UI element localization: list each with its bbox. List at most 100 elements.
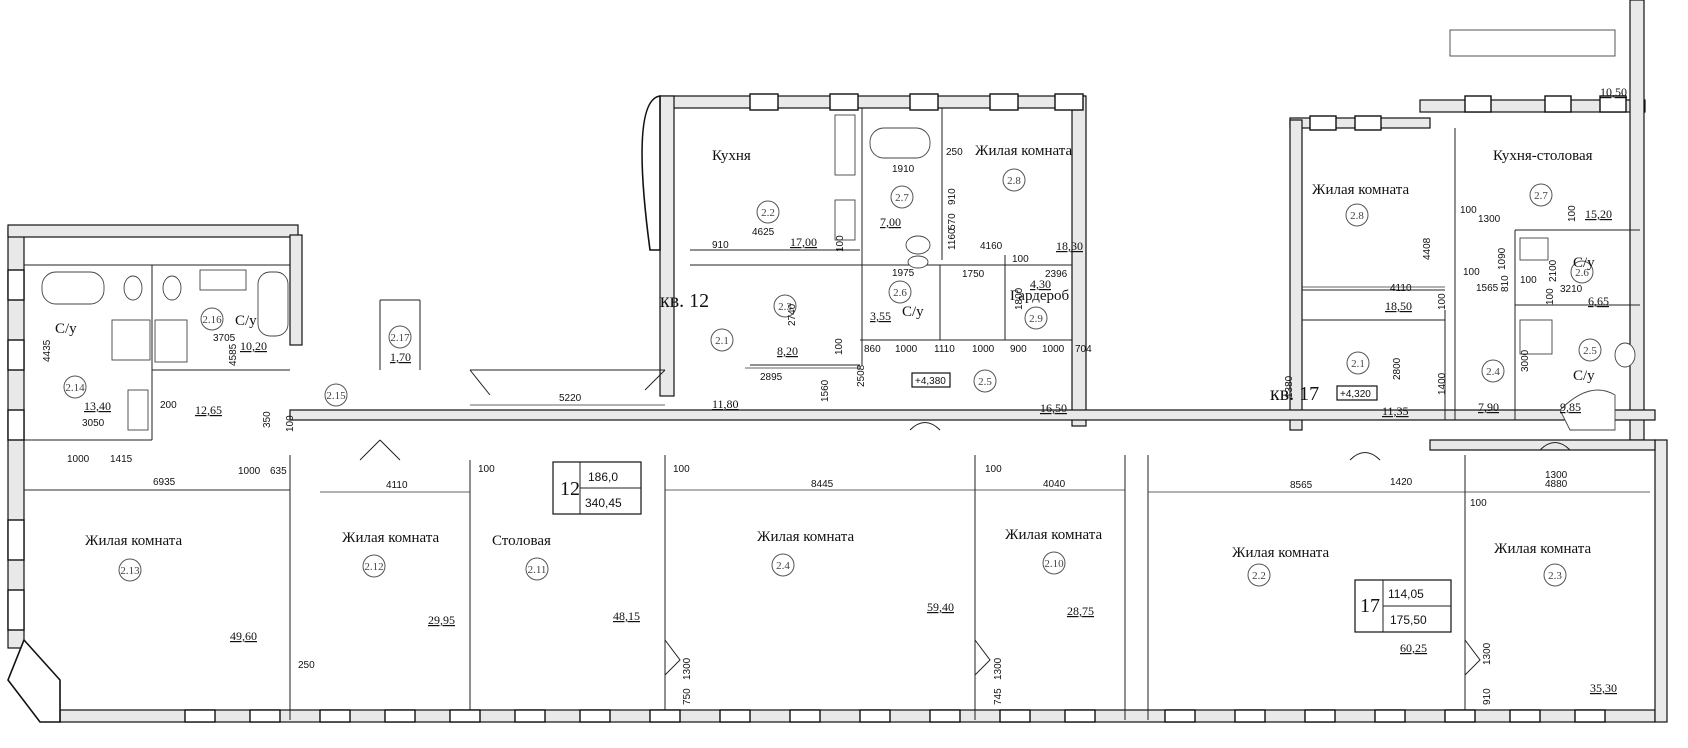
dimension-label: 4110 <box>1390 283 1412 294</box>
dimension-label: 4408 <box>1422 237 1433 260</box>
room-name: Жилая комната <box>342 530 440 546</box>
wall-left-block <box>289 234 303 346</box>
room-area: 11,80 <box>712 397 739 411</box>
room-area: 29,95 <box>428 613 455 627</box>
dimension-label: 100 <box>835 235 846 252</box>
level-text: +4,380 <box>915 376 946 387</box>
window <box>7 339 25 371</box>
window <box>1599 95 1627 113</box>
dimension-label: 570 <box>947 213 958 230</box>
dimension-label: 745 <box>993 688 1004 705</box>
dimension-label: 3050 <box>82 418 105 429</box>
dimension-label: 1380 <box>1284 375 1295 398</box>
room-name: С/у <box>1573 368 1595 384</box>
window <box>184 709 216 723</box>
room-marker <box>773 294 797 318</box>
room-marker <box>888 280 912 304</box>
window <box>514 709 546 723</box>
dimension-label: 250 <box>946 147 963 158</box>
room-id: 2.8 <box>1007 175 1021 187</box>
top-wall-mid <box>659 95 1086 109</box>
room-marker <box>710 328 734 352</box>
room-id: 2.1 <box>715 335 729 347</box>
flat-12-rooms: Жилая комната 2.13 49,60 Жилая комната 2… <box>55 143 1103 643</box>
door-icon <box>1464 639 1481 676</box>
window <box>1234 709 1266 723</box>
room-area: 18,30 <box>1056 239 1083 253</box>
dimension-label: 1090 <box>1497 247 1508 270</box>
room-id: 2.3 <box>778 301 792 313</box>
dimension-label: 100 <box>1437 293 1448 310</box>
dimension-label: 4110 <box>386 480 408 491</box>
dimension-labels: 6935 4110 5220 8445 4040 8565 4880 1420 … <box>42 147 1583 705</box>
dimension-label: 1910 <box>892 164 915 175</box>
room-marker <box>525 557 549 581</box>
window <box>1164 709 1196 723</box>
door-icon <box>1539 442 1571 451</box>
dimension-label: 100 <box>1463 267 1480 278</box>
room-id: 2.15 <box>326 390 346 402</box>
room-marker <box>1345 203 1369 227</box>
window <box>249 709 281 723</box>
room-name: Гардероб <box>1010 288 1070 304</box>
wall-mid-right <box>1071 95 1087 427</box>
room-area: 28,75 <box>1067 604 1094 618</box>
door-icon <box>359 439 401 461</box>
dimension-label: 750 <box>682 688 693 705</box>
window <box>789 709 821 723</box>
room-id: 2.14 <box>65 382 85 394</box>
dimension-label: 2100 <box>1548 259 1559 282</box>
dimension-label: 100 <box>1520 275 1537 286</box>
dimension-label: 350 <box>262 411 273 428</box>
window <box>649 709 681 723</box>
door-icon <box>1349 452 1381 461</box>
sink-icon <box>127 389 149 431</box>
dimension-label: 4585 <box>228 343 239 366</box>
dimension-label: 900 <box>1010 344 1027 355</box>
dimension-label: 200 <box>160 400 177 411</box>
window <box>449 709 481 723</box>
room-area: 48,15 <box>613 609 640 623</box>
window <box>1574 709 1606 723</box>
dimension-label: 2800 <box>1392 357 1403 380</box>
room-area: 60,25 <box>1400 641 1427 655</box>
top-wall-left <box>7 224 299 238</box>
dimension-label: 100 <box>834 338 845 355</box>
room-area: 12,65 <box>195 403 222 417</box>
window <box>1054 93 1084 111</box>
room-area: 35,30 <box>1590 681 1617 695</box>
dimension-label: 4040 <box>1043 479 1066 490</box>
stove-icon <box>834 114 856 176</box>
dimension-label: 1415 <box>110 454 133 465</box>
dimension-label: 1300 <box>682 657 693 680</box>
windows <box>7 93 1627 723</box>
room-marker <box>1346 351 1370 375</box>
room-name: Жилая комната <box>1232 545 1330 561</box>
room-name: Жилая комната <box>1494 541 1592 557</box>
flat-area-main: 186,0 <box>588 470 618 484</box>
dimension-label: 860 <box>864 344 881 355</box>
wall-right-lower <box>1654 439 1668 723</box>
dimension-label: 1565 <box>1476 283 1499 294</box>
room-area: 17,00 <box>790 235 817 249</box>
room-id: 2.7 <box>1534 190 1548 202</box>
window <box>1444 709 1476 723</box>
flat-17-rooms: Жилая комната 2.2 60,25 Жилая комната 2.… <box>1232 85 1627 695</box>
sink-icon <box>1519 237 1549 261</box>
door-icon <box>644 369 666 391</box>
window <box>7 409 25 441</box>
window <box>1354 115 1382 131</box>
wall-mid-left <box>659 95 675 397</box>
room-name: Столовая <box>492 533 551 549</box>
window <box>7 269 25 301</box>
corner-wall <box>7 638 61 723</box>
window <box>1509 709 1541 723</box>
dimension-label: 1110 <box>934 344 955 355</box>
dimension-label: 3210 <box>1560 284 1583 295</box>
dimension-label: 2508 <box>856 364 867 387</box>
room-id: 2.6 <box>893 287 907 299</box>
room-marker <box>1543 563 1567 587</box>
room-name: Жилая комната <box>975 143 1073 159</box>
kitchen-sink-icon <box>834 199 856 241</box>
